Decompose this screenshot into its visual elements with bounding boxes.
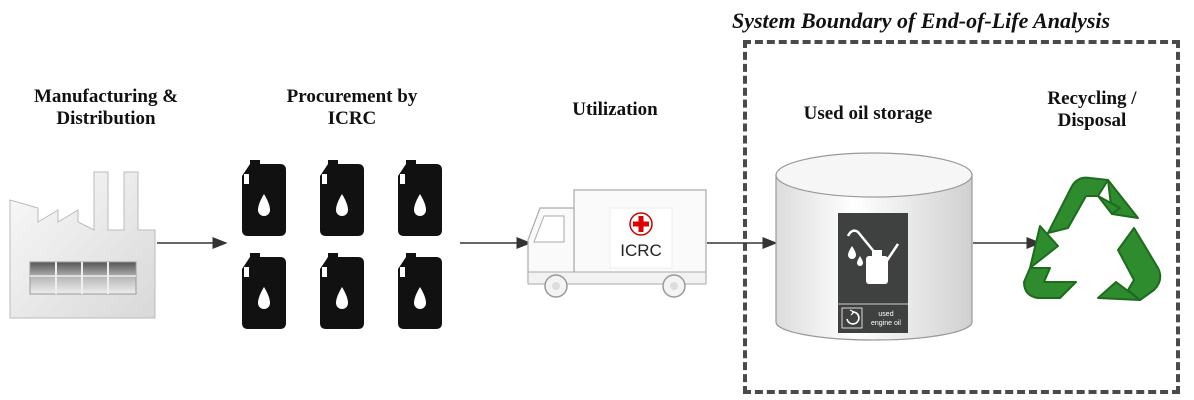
system-boundary-box bbox=[743, 40, 1180, 394]
oil-canister-icon bbox=[242, 253, 286, 329]
stage-label-storage-text: Used oil storage bbox=[803, 103, 933, 124]
stage-label-recycling: Recycling / Disposal bbox=[1012, 88, 1172, 132]
stage-label-procurement-text: Procurement by ICRC bbox=[286, 86, 418, 129]
stage-label-utilization-text: Utilization bbox=[572, 99, 658, 120]
stage-label-procurement: Procurement by ICRC bbox=[262, 86, 442, 130]
oil-canister-icon bbox=[242, 160, 286, 236]
storage-sign-caption-2: engine oil bbox=[871, 320, 901, 327]
recycle-mini-icon bbox=[846, 311, 860, 325]
oil-canister-icon bbox=[398, 160, 442, 236]
recycle-icon bbox=[1023, 176, 1162, 301]
stage-label-recycling-text: Recycling / Disposal bbox=[1047, 88, 1137, 131]
truck-icon bbox=[527, 189, 707, 298]
truck-label: ICRC bbox=[620, 241, 662, 260]
oil-canister-icon bbox=[320, 160, 364, 236]
stage-label-manufacturing: Manufacturing & Distribution bbox=[16, 86, 196, 130]
storage-sign-caption-1: used bbox=[878, 311, 893, 318]
storage-tank-icon bbox=[775, 152, 973, 341]
stage-label-utilization: Utilization bbox=[545, 99, 685, 121]
boundary-title: System Boundary of End-of-Life Analysis bbox=[732, 8, 1111, 33]
oil-canister-icon bbox=[398, 253, 442, 329]
factory-icon bbox=[9, 171, 156, 319]
stage-label-storage: Used oil storage bbox=[778, 103, 958, 125]
oil-canister-icon bbox=[320, 253, 364, 329]
stage-label-manufacturing-text: Manufacturing & Distribution bbox=[33, 86, 179, 129]
